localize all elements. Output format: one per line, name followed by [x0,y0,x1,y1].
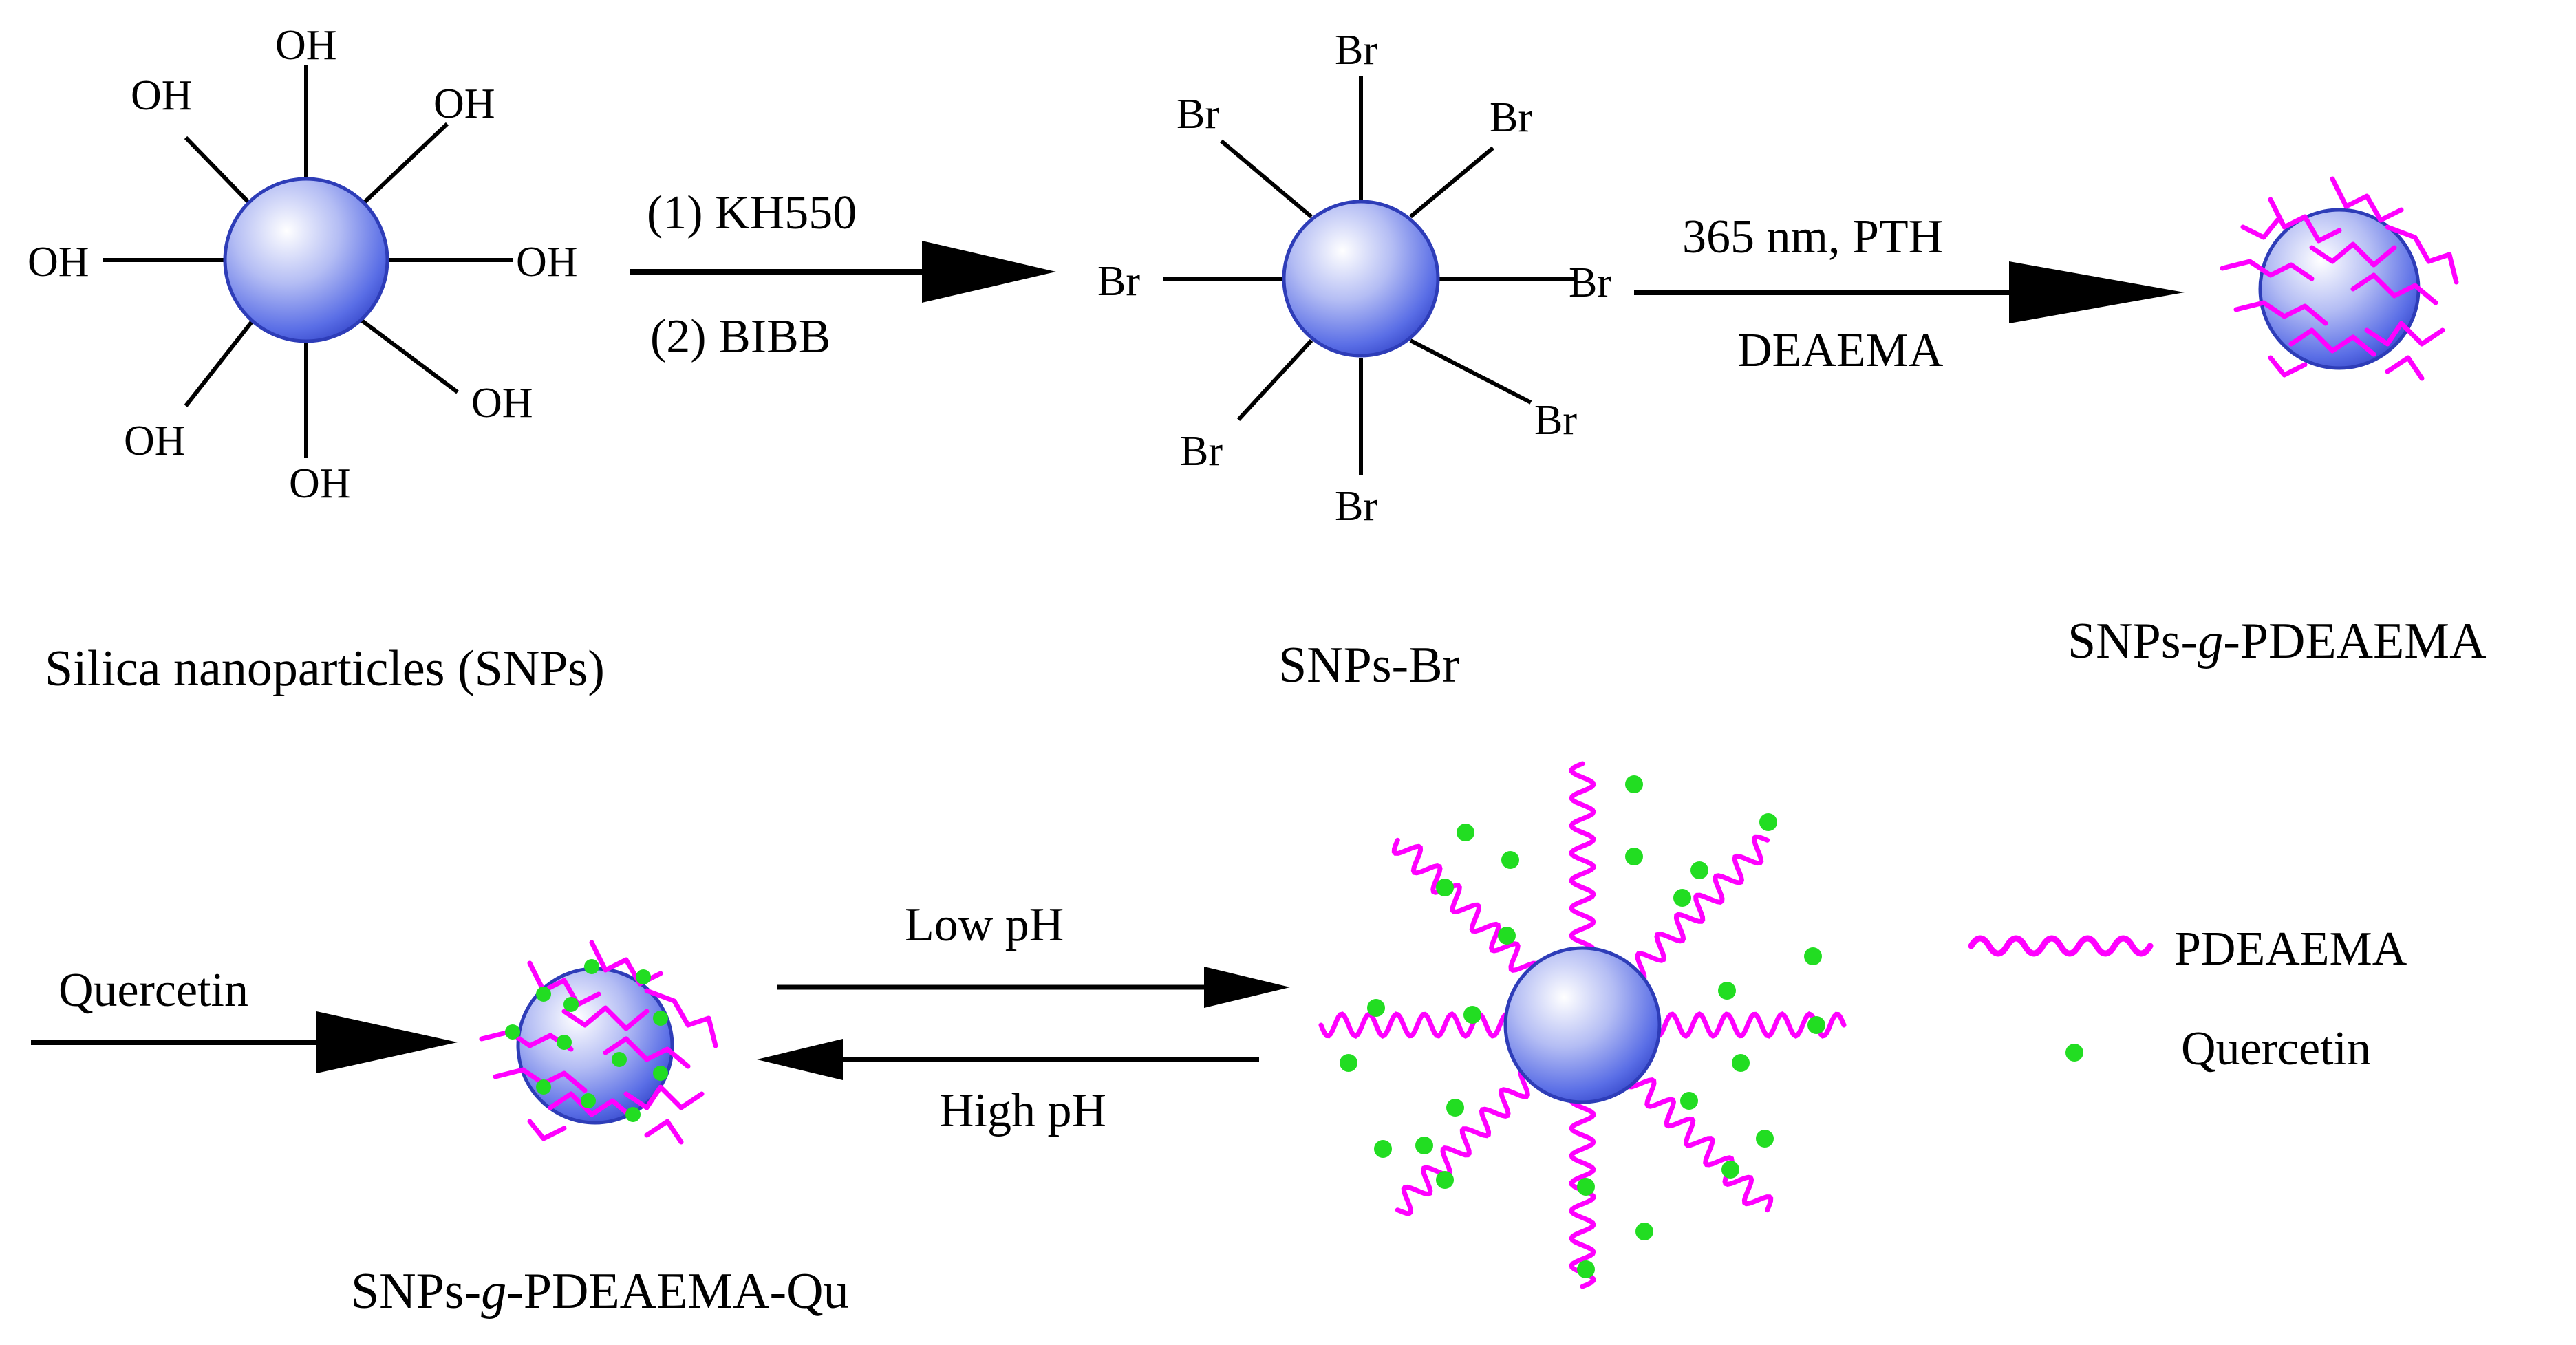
oh-group-bottom: OH [289,460,351,507]
extended-chain [1395,1068,1536,1216]
br-group-bottom: Br [1335,483,1377,530]
extended-chain [1569,761,1596,959]
released-quercetin [1340,775,1825,1278]
condition-365nm-pth: 365 nm, PTH [1682,211,1944,263]
br-group-top-left: Br [1177,91,1219,138]
reversible-arrows [757,967,1290,1080]
snps-g-pdeaema-qu-title: SNPs-g-PDEAEMA-Qu [351,1263,849,1320]
encapsulated-quercetin [505,959,668,1122]
oh-group-right: OH [516,239,578,286]
br-group-bottom-right: Br [1534,397,1577,444]
swollen-particle [1503,946,1662,1104]
silica-particle [223,177,389,343]
oh-group-bottom-right: OH [471,380,533,427]
quercetin-arrow [31,1011,458,1073]
oh-group-left: OH [28,239,89,286]
snp-br-structure [1163,76,1576,475]
br-group-top: Br [1335,27,1377,74]
snps-title: Silica nanoparticles (SNPs) [45,641,605,697]
oh-group-top-right: OH [433,80,495,127]
reaction-arrow-2 [1634,261,2185,323]
snp-g-pdeaema-structure [2220,176,2459,381]
oh-group-top-left: OH [131,72,193,119]
extended-chain [1649,1011,1847,1039]
high-ph-label: High pH [939,1084,1107,1137]
br-group-left: Br [1097,258,1140,305]
oh-group-bottom-left: OH [124,418,186,464]
oh-group-top: OH [275,22,337,69]
extended-chain [1391,837,1540,979]
legend-quercetin-label: Quercetin [2181,1022,2371,1075]
legend-pdeaema-label: PDEAEMA [2174,923,2407,976]
low-ph-label: Low pH [905,899,1064,951]
reaction-arrow-1 [630,241,1056,303]
br-group-right: Br [1569,259,1611,306]
snp-oh-structure [103,65,513,458]
extended-chain [1318,1011,1516,1039]
reagent-kh550: (1) KH550 [647,186,857,239]
snp-g-pdeaema-qu-structure [479,940,718,1145]
extended-chain [1625,1071,1774,1213]
quercetin-reagent: Quercetin [58,964,248,1017]
reagent-bibb: (2) BIBB [650,310,831,363]
extended-chain [1629,834,1770,982]
legend [1968,935,2154,1062]
silica-particle-br [1282,200,1440,358]
monomer-deaema: DEAEMA [1737,324,1944,377]
collapsed-chains [2220,176,2459,381]
br-group-bottom-left: Br [1180,428,1223,475]
snps-br-title: SNPs-Br [1278,637,1460,693]
legend-chain-swatch [1968,935,2154,957]
expanded-particle-structure [1318,761,1847,1289]
snps-g-pdeaema-title: SNPs-g-PDEAEMA [2068,613,2487,669]
br-group-top-right: Br [1490,94,1532,141]
legend-drug-swatch [2065,1044,2083,1062]
